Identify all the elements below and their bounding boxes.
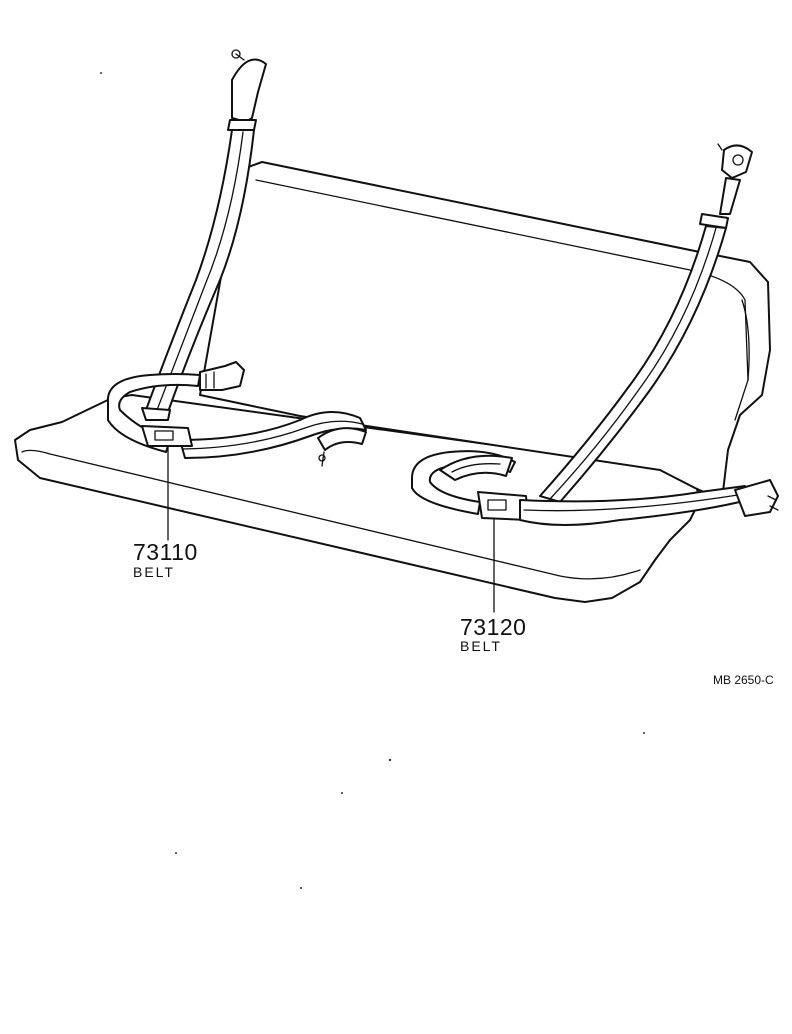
part-name-73110: BELT (133, 564, 175, 580)
scan-specks (100, 72, 645, 889)
right-shoulder-belt (539, 143, 753, 503)
part-number-73110: 73110 (133, 539, 198, 565)
drawing-code: MB 2650-C (713, 673, 774, 687)
part-name-73120: BELT (460, 638, 502, 654)
part-number-73120: 73120 (460, 614, 527, 640)
left-lap-belt (107, 361, 367, 467)
left-shoulder-belt (141, 49, 267, 421)
right-lap-belt (411, 450, 779, 526)
